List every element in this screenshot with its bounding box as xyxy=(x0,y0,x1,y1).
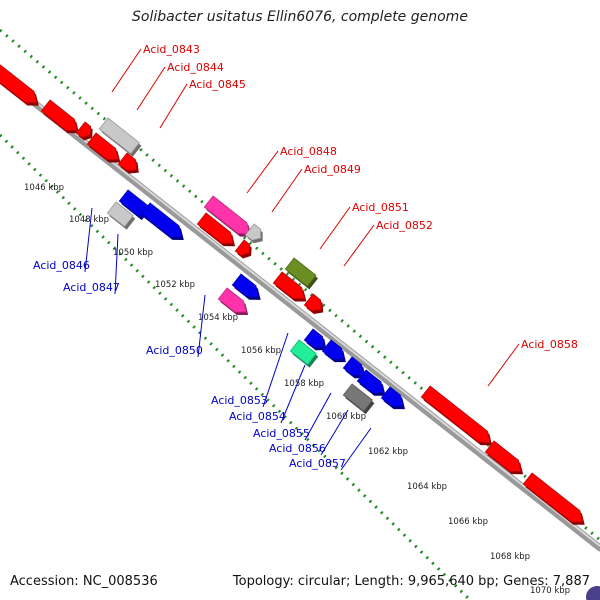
leader-line xyxy=(304,392,332,441)
gene-label[interactable]: Acid_0846 xyxy=(33,259,90,272)
gene-feature[interactable] xyxy=(117,152,139,174)
gene-feature[interactable] xyxy=(272,271,307,302)
labels-layer: Acid_0843Acid_0844Acid_0845Acid_0848Acid… xyxy=(33,43,578,470)
leader-line xyxy=(111,48,142,93)
kbp-tick-label: 1048 kbp xyxy=(69,215,109,225)
gene-feature[interactable] xyxy=(75,121,93,141)
gene-label[interactable]: Acid_0856 xyxy=(269,442,326,455)
gene-feature[interactable] xyxy=(98,117,142,157)
gene-feature[interactable] xyxy=(0,60,39,106)
gene-feature[interactable] xyxy=(342,383,375,415)
kbp-tick-label: 1062 kbp xyxy=(368,447,408,457)
gene-feature[interactable] xyxy=(106,201,136,230)
kbp-tick-label: 1064 kbp xyxy=(407,482,447,492)
gene-feature[interactable] xyxy=(321,339,346,363)
leader-line xyxy=(340,427,372,471)
gene-feature[interactable] xyxy=(217,287,249,316)
gene-label[interactable]: Acid_0853 xyxy=(211,394,268,407)
scroll-corner-icon[interactable] xyxy=(586,586,600,600)
leader-line xyxy=(136,66,166,111)
gene-feature[interactable] xyxy=(234,239,252,259)
gene-feature[interactable] xyxy=(303,293,324,314)
genome-title: Solibacter usitatus Ellin6076, complete … xyxy=(132,9,468,25)
gene-feature[interactable] xyxy=(284,257,319,290)
leader-line xyxy=(246,150,279,194)
gene-label[interactable]: Acid_0858 xyxy=(521,338,578,351)
gene-feature[interactable] xyxy=(342,356,366,379)
gene-feature[interactable] xyxy=(289,339,319,368)
leader-line xyxy=(271,168,303,213)
leader-lines xyxy=(84,48,520,471)
gene-feature[interactable] xyxy=(420,385,493,446)
gene-feature[interactable] xyxy=(203,195,252,237)
gene-label[interactable]: Acid_0850 xyxy=(146,344,203,357)
gene-feature[interactable] xyxy=(231,273,261,300)
gene-label[interactable]: Acid_0843 xyxy=(143,43,200,56)
kbp-tick-label: 1056 kbp xyxy=(241,346,281,356)
gene-label[interactable]: Acid_0847 xyxy=(63,281,120,294)
gene-feature[interactable] xyxy=(484,440,524,475)
gene-feature[interactable] xyxy=(522,472,585,525)
kbp-tick-label: 1068 kbp xyxy=(490,552,530,562)
gene-feature[interactable] xyxy=(196,212,236,247)
gene-label[interactable]: Acid_0857 xyxy=(289,457,346,470)
gene-label[interactable]: Acid_0854 xyxy=(229,410,286,423)
leader-line xyxy=(280,364,306,424)
gene-label[interactable]: Acid_0848 xyxy=(280,145,337,158)
gene-feature[interactable] xyxy=(356,369,386,396)
leader-line xyxy=(319,206,351,250)
kbp-tick-label: 1058 kbp xyxy=(284,379,324,389)
gene-label[interactable]: Acid_0844 xyxy=(167,61,224,74)
kbp-tick-label: 1066 kbp xyxy=(448,517,488,527)
accession-text: Accession: NC_008536 xyxy=(10,574,158,589)
leader-line xyxy=(487,343,520,387)
leader-line xyxy=(84,207,93,273)
genome-summary: Topology: circular; Length: 9,965,640 bp… xyxy=(232,574,590,589)
gene-feature[interactable] xyxy=(140,202,184,240)
leader-line xyxy=(320,409,349,456)
kbp-tick-label: 1050 kbp xyxy=(113,248,153,258)
kbp-tick-label: 1054 kbp xyxy=(198,313,238,323)
kbp-tick-label: 1052 kbp xyxy=(155,280,195,290)
gene-label[interactable]: Acid_0851 xyxy=(352,201,409,214)
genes-layer xyxy=(0,60,585,525)
leader-line xyxy=(343,224,375,267)
leader-line xyxy=(262,332,289,408)
gene-label[interactable]: Acid_0855 xyxy=(253,427,310,440)
gene-label[interactable]: Acid_0845 xyxy=(189,78,246,91)
gene-label[interactable]: Acid_0852 xyxy=(376,219,433,232)
gene-label[interactable]: Acid_0849 xyxy=(304,163,361,176)
leader-line xyxy=(159,83,188,129)
gene-feature[interactable] xyxy=(40,99,80,134)
leader-line xyxy=(114,233,119,295)
kbp-tick-label: 1060 kbp xyxy=(326,412,366,422)
leader-line xyxy=(197,294,206,358)
gene-feature[interactable] xyxy=(86,132,121,163)
kbp-tick-label: 1046 kbp xyxy=(24,183,64,193)
gene-feature[interactable] xyxy=(244,223,263,244)
gene-feature[interactable] xyxy=(380,386,405,410)
gene-feature[interactable] xyxy=(303,328,327,351)
kbp-tick-label: 1070 kbp xyxy=(530,586,570,596)
